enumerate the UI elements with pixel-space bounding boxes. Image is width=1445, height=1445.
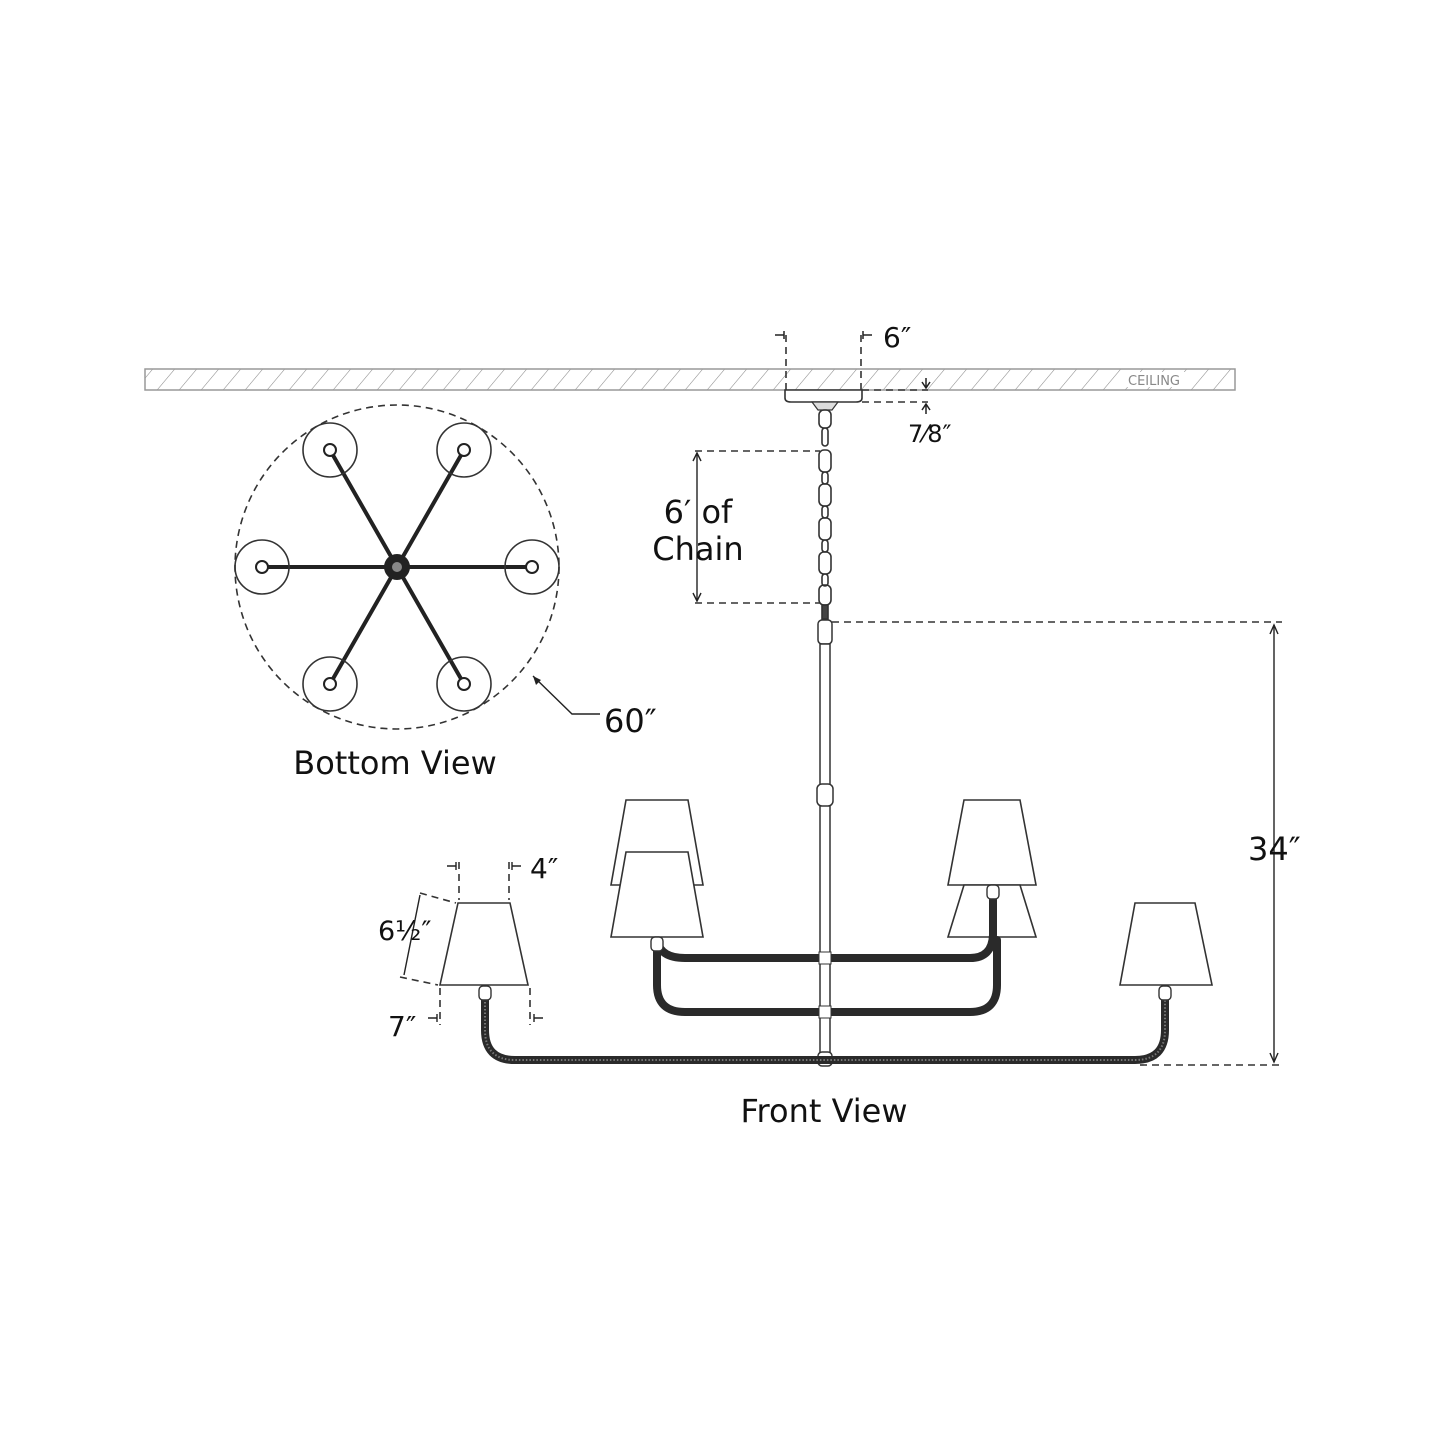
lamp-shade	[947, 799, 1037, 886]
shade-dimensions: 4″ 6½″ 7″	[378, 852, 558, 1043]
front-view-label: Front View	[740, 1092, 907, 1130]
canopy-depth-label: 7⁄8″	[908, 420, 952, 448]
height-label: 34″	[1248, 830, 1301, 868]
ceiling-label: CEILING	[1128, 374, 1180, 389]
chain-label-line1: 6′ of	[664, 493, 733, 531]
lamp-shade	[610, 851, 704, 938]
chain	[818, 409, 832, 620]
canopy-width-label: 6″	[883, 321, 911, 354]
lamp-shade	[1119, 902, 1213, 986]
sockets	[478, 884, 1172, 1001]
height-dimension: 34″	[832, 621, 1301, 1066]
bottom-view-label: Bottom View	[293, 744, 496, 782]
canopy	[784, 389, 863, 403]
diameter-label: 60″	[604, 702, 657, 740]
canopy-loop	[810, 401, 840, 411]
chain-length-dimension: 6′ of Chain	[652, 450, 820, 604]
ceiling: CEILING	[144, 368, 1236, 391]
chain-label-line2: Chain	[652, 530, 743, 568]
canopy-depth-dimension: 7⁄8″	[862, 378, 952, 448]
canopy-width-dimension: 6″	[775, 321, 911, 392]
bottom-view: 60″ Bottom View	[234, 404, 657, 782]
center-stem	[816, 619, 834, 1067]
shade-height-label: 6½″	[378, 916, 431, 947]
shade-bottom-label: 7″	[388, 1010, 416, 1043]
shade-top-label: 4″	[530, 852, 558, 885]
lamp-shade	[439, 902, 529, 986]
